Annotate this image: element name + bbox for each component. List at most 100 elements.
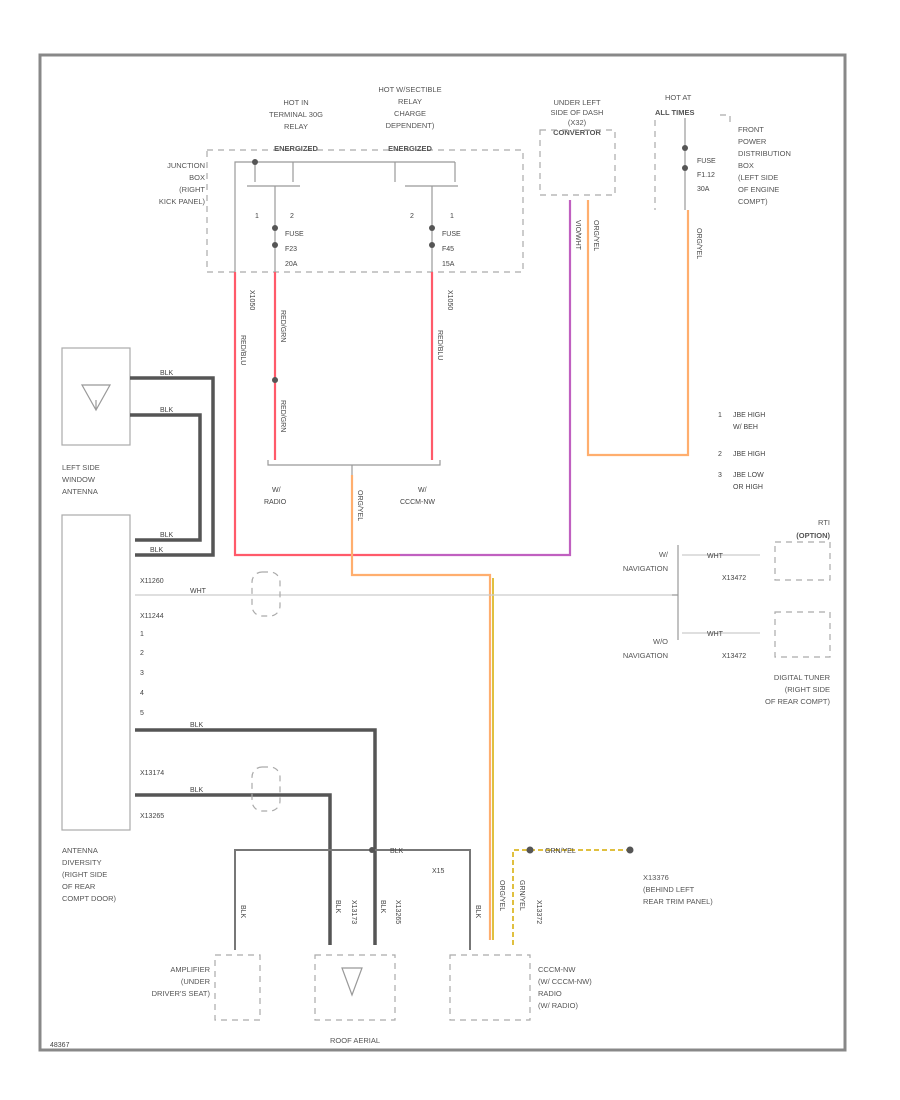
wire-orange xyxy=(586,200,690,457)
svg-text:DRIVER'S SEAT): DRIVER'S SEAT) xyxy=(152,989,211,998)
wire-black-bus xyxy=(234,849,471,950)
svg-text:DEPENDENT): DEPENDENT) xyxy=(386,121,435,130)
wire-black-antenna-2 xyxy=(130,413,202,542)
svg-text:TERMINAL 30G: TERMINAL 30G xyxy=(269,110,323,119)
svg-text:BLK: BLK xyxy=(390,848,404,855)
svg-text:2: 2 xyxy=(140,650,144,657)
junction-box-label: JUNCTION BOX (RIGHT KICK PANEL) xyxy=(159,161,206,206)
relay-terminal-label: HOT IN TERMINAL 30G RELAY ENERGIZED xyxy=(269,98,323,153)
svg-text:X1050: X1050 xyxy=(446,290,453,310)
wire-red-left xyxy=(233,272,400,557)
svg-text:FRONT: FRONT xyxy=(738,125,764,134)
svg-text:ORG/YEL: ORG/YEL xyxy=(695,228,702,259)
svg-text:BLK: BLK xyxy=(190,787,204,794)
svg-text:2: 2 xyxy=(290,213,294,220)
svg-text:GRN/YEL: GRN/YEL xyxy=(518,880,525,911)
svg-text:RADIO: RADIO xyxy=(264,499,287,506)
svg-text:X11260: X11260 xyxy=(140,578,164,585)
convertor-box xyxy=(539,129,616,196)
wire-black-antenna-1 xyxy=(130,376,215,557)
svg-text:DIVERSITY: DIVERSITY xyxy=(62,858,102,867)
svg-text:W/ BEH: W/ BEH xyxy=(733,424,758,431)
svg-text:X13372: X13372 xyxy=(535,900,542,924)
notes: 1 JBE HIGH W/ BEH 2 JBE HIGH 3 JBE LOW O… xyxy=(718,412,765,491)
splice-bracket xyxy=(267,460,441,475)
svg-text:BOX: BOX xyxy=(189,173,205,182)
svg-text:(W/ RADIO): (W/ RADIO) xyxy=(538,1001,578,1010)
svg-text:VIO/WHT: VIO/WHT xyxy=(574,220,581,251)
svg-text:W/: W/ xyxy=(272,487,281,494)
svg-text:RELAY: RELAY xyxy=(284,122,308,131)
svg-text:(LEFT SIDE: (LEFT SIDE xyxy=(738,173,778,182)
svg-text:DIGITAL TUNER: DIGITAL TUNER xyxy=(774,673,831,682)
svg-text:X13174: X13174 xyxy=(140,770,164,777)
svg-text:FUSE: FUSE xyxy=(442,231,461,238)
svg-text:(RIGHT SIDE: (RIGHT SIDE xyxy=(62,870,107,879)
svg-text:RED/BLU: RED/BLU xyxy=(239,335,246,365)
svg-text:BLK: BLK xyxy=(474,905,481,919)
wire-black-diversity-2 xyxy=(135,793,332,945)
svg-text:BLK: BLK xyxy=(160,407,174,414)
svg-text:30A: 30A xyxy=(697,186,710,193)
svg-text:1: 1 xyxy=(718,412,722,419)
svg-text:(RIGHT: (RIGHT xyxy=(179,185,205,194)
svg-text:X11244: X11244 xyxy=(140,613,164,620)
antenna-diversity-box xyxy=(61,514,131,831)
svg-text:F1.12: F1.12 xyxy=(697,172,715,179)
svg-text:ANTENNA: ANTENNA xyxy=(62,487,98,496)
svg-text:HOT IN: HOT IN xyxy=(283,98,308,107)
svg-text:X13265: X13265 xyxy=(140,813,164,820)
svg-text:RED/GRN: RED/GRN xyxy=(279,400,286,432)
svg-text:BLK: BLK xyxy=(334,900,341,914)
rti-box xyxy=(774,541,831,581)
wire-black-diversity-1 xyxy=(135,728,377,945)
svg-text:UNDER LEFT: UNDER LEFT xyxy=(553,98,601,107)
svg-text:1: 1 xyxy=(450,213,454,220)
svg-text:2: 2 xyxy=(410,213,414,220)
svg-text:CCCM-NW: CCCM-NW xyxy=(538,965,576,974)
wire-purple xyxy=(400,200,572,557)
svg-text:POWER: POWER xyxy=(738,137,767,146)
svg-text:OR HIGH: OR HIGH xyxy=(733,484,763,491)
svg-text:OF REAR: OF REAR xyxy=(62,882,96,891)
svg-text:3: 3 xyxy=(140,670,144,677)
svg-text:DISTRIBUTION: DISTRIBUTION xyxy=(738,149,791,158)
svg-text:RED/BLU: RED/BLU xyxy=(436,330,443,360)
junction-bus xyxy=(234,161,456,272)
svg-text:BLK: BLK xyxy=(239,905,246,919)
svg-text:(OPTION): (OPTION) xyxy=(796,531,830,540)
wire-ground xyxy=(512,849,630,945)
roof-antenna-icon xyxy=(341,967,363,997)
svg-text:15A: 15A xyxy=(442,261,455,268)
nav-wires xyxy=(682,554,760,634)
window-antenna-box xyxy=(61,347,131,446)
svg-text:CCCM-NW: CCCM-NW xyxy=(400,499,435,506)
svg-text:W/O: W/O xyxy=(653,637,668,646)
splice-dot xyxy=(252,159,258,165)
svg-text:JBE HIGH: JBE HIGH xyxy=(733,412,765,419)
svg-text:HOT AT: HOT AT xyxy=(665,93,692,102)
svg-text:F23: F23 xyxy=(285,246,297,253)
svg-text:OF REAR COMPT): OF REAR COMPT) xyxy=(765,697,831,706)
svg-text:KICK PANEL): KICK PANEL) xyxy=(159,197,206,206)
svg-text:WINDOW: WINDOW xyxy=(62,475,96,484)
svg-text:CHARGE: CHARGE xyxy=(394,109,426,118)
svg-text:BLK: BLK xyxy=(190,722,204,729)
svg-text:OF ENGINE: OF ENGINE xyxy=(738,185,779,194)
svg-text:W/: W/ xyxy=(659,550,669,559)
roof-aerial-box xyxy=(314,954,396,1021)
svg-text:4: 4 xyxy=(140,690,144,697)
svg-text:RTI: RTI xyxy=(818,518,830,527)
svg-text:ORG/YEL: ORG/YEL xyxy=(356,490,363,521)
front-power-dist-label: FRONT POWER DISTRIBUTION BOX (LEFT SIDE … xyxy=(738,125,791,206)
radio-box xyxy=(449,954,531,1021)
svg-text:GRN/YEL: GRN/YEL xyxy=(545,848,576,855)
svg-text:2: 2 xyxy=(718,451,722,458)
svg-text:LEFT SIDE: LEFT SIDE xyxy=(62,463,100,472)
svg-text:X13376: X13376 xyxy=(643,873,669,882)
svg-text:1: 1 xyxy=(255,213,259,220)
svg-text:ALL TIMES: ALL TIMES xyxy=(655,108,694,117)
relay-brackets xyxy=(247,185,458,195)
amplifier-box xyxy=(214,954,261,1021)
